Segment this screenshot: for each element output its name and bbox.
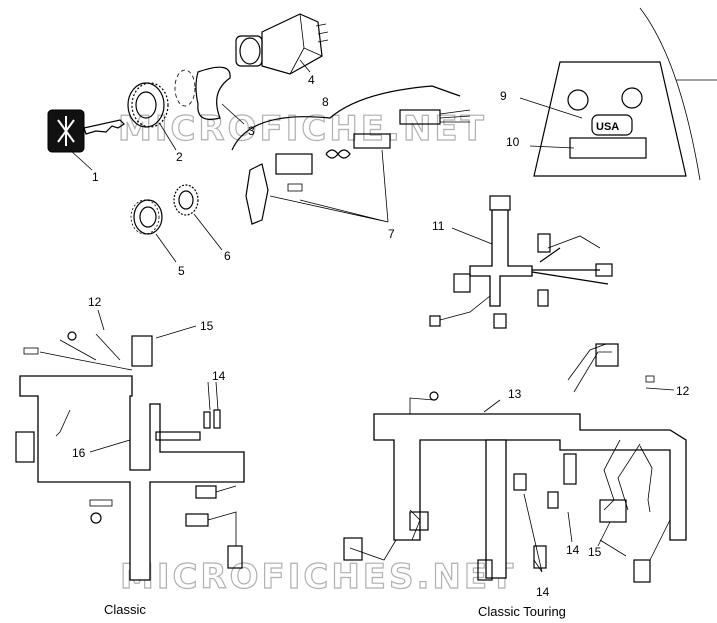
- part-11-harness: [429, 195, 613, 329]
- callout-14: 14: [212, 369, 226, 383]
- callout-1: 1: [92, 170, 99, 184]
- usa-decal-text: USA: [596, 121, 619, 133]
- part-6-lockwasher: [173, 184, 199, 216]
- part-9-10-dash-panel: [533, 7, 717, 181]
- callout-5: 5: [178, 264, 185, 278]
- caption-classic-touring: Classic Touring: [478, 604, 566, 619]
- classic-harness: [15, 331, 245, 581]
- callout-8: 8: [322, 95, 329, 109]
- watermark-top: MICROFICHE.NET: [118, 109, 487, 149]
- callout-10: 10: [506, 135, 520, 149]
- callout-15-touring: 15: [588, 545, 602, 559]
- part-4-ignition-switch: [235, 13, 329, 75]
- callout-13: 13: [508, 387, 522, 401]
- callout-3: 3: [248, 124, 255, 138]
- callout-16: 16: [72, 446, 86, 460]
- callout-14-touring-b: 14: [536, 585, 550, 599]
- callout-7: 7: [388, 227, 395, 241]
- part-7-switch-assembly: [231, 85, 471, 225]
- callout-4: 4: [308, 73, 315, 87]
- callout-6: 6: [224, 249, 231, 263]
- classic-touring-harness: [343, 343, 687, 583]
- callout-11: 11: [432, 219, 445, 233]
- callout-2: 2: [176, 150, 183, 164]
- callout-12-touring: 12: [676, 384, 690, 398]
- caption-classic: Classic: [104, 602, 146, 617]
- part-5-nut: [130, 199, 163, 235]
- part-3-plate: [174, 66, 231, 120]
- callout-15: 15: [200, 319, 214, 333]
- callout-9: 9: [500, 89, 507, 103]
- callout-12: 12: [88, 295, 102, 309]
- part-1-key: [47, 109, 125, 153]
- part-2-bezel-nut: [127, 82, 169, 128]
- watermark-bottom: MICROFICHES.NET: [120, 557, 516, 597]
- callout-14-touring-a: 14: [566, 543, 580, 557]
- leader-lines: [69, 59, 675, 573]
